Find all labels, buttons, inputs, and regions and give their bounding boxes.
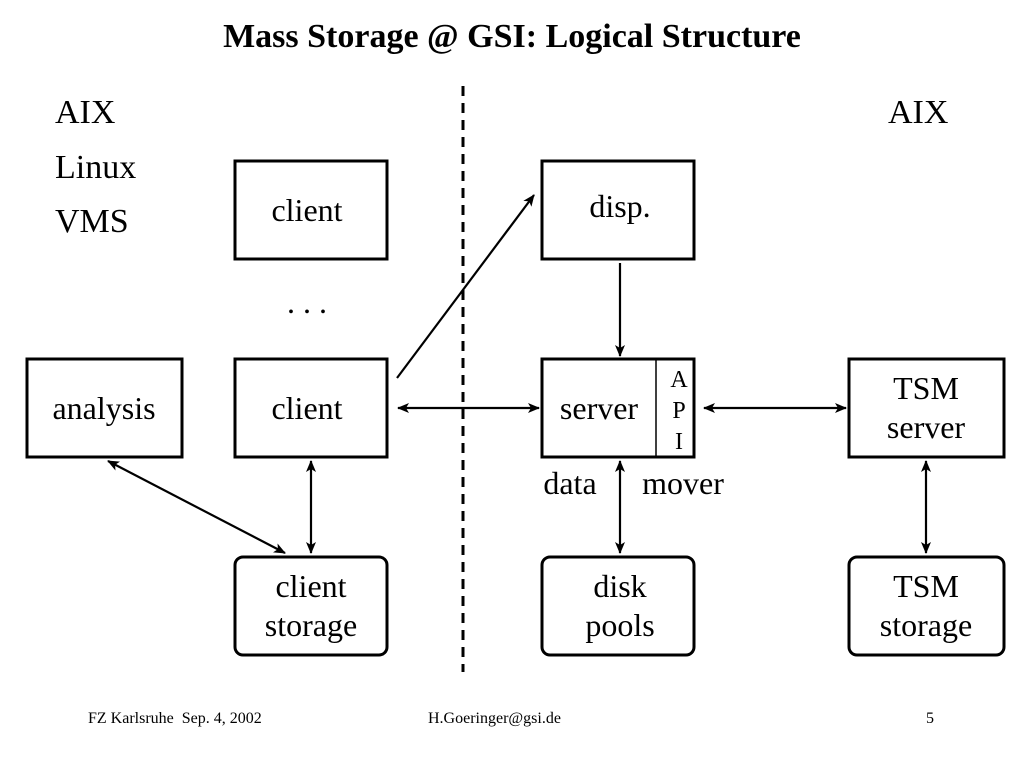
- client-storage-label-line2: storage: [265, 607, 357, 643]
- analysis-box: [25, 357, 184, 459]
- arrow-client-to-disp: [396, 194, 535, 379]
- os-label-aix-right: AIX: [888, 94, 948, 131]
- tsm-storage-box: [847, 555, 1006, 657]
- client-ellipsis: . . .: [287, 284, 327, 320]
- api-letter-i: I: [675, 429, 683, 455]
- arrow-analysis-client-storage: [107, 460, 286, 554]
- server-label: server: [560, 390, 639, 426]
- client-box-top: [233, 159, 389, 261]
- client-storage-label-line1: client: [275, 568, 346, 604]
- disp-label: disp.: [589, 188, 650, 224]
- os-label-vms: VMS: [55, 203, 129, 240]
- slide-title: Mass Storage @ GSI: Logical Structure: [223, 18, 801, 55]
- footer-venue-date: FZ Karlsruhe Sep. 4, 2002: [88, 710, 262, 727]
- client-box: [233, 357, 389, 459]
- tsm-server-box: [847, 357, 1006, 459]
- client-top-label: client: [271, 192, 342, 228]
- footer-email: H.Goeringer@gsi.de: [428, 710, 561, 727]
- server-box: [540, 357, 696, 459]
- client-storage-box: [233, 555, 389, 657]
- client-label: client: [271, 390, 342, 426]
- os-label-aix-left: AIX: [55, 94, 115, 131]
- tsm-server-label-line2: server: [887, 409, 966, 445]
- api-letter-p: P: [672, 398, 685, 424]
- disk-pools-label-line2: pools: [585, 607, 654, 643]
- os-label-linux: Linux: [55, 149, 136, 186]
- tsm-storage-label-line2: storage: [880, 607, 972, 643]
- tsm-server-label-line1: TSM: [893, 370, 959, 406]
- analysis-label: analysis: [52, 390, 155, 426]
- disk-pools-label-line1: disk: [593, 568, 646, 604]
- disk-pools-box: [540, 555, 696, 657]
- disp-box: [540, 159, 696, 261]
- footer-page-number: 5: [926, 710, 934, 727]
- data-mover-label-data: data: [543, 465, 596, 501]
- tsm-storage-label-line1: TSM: [893, 568, 959, 604]
- data-mover-label-mover: mover: [642, 465, 724, 501]
- api-letter-a: A: [670, 367, 688, 393]
